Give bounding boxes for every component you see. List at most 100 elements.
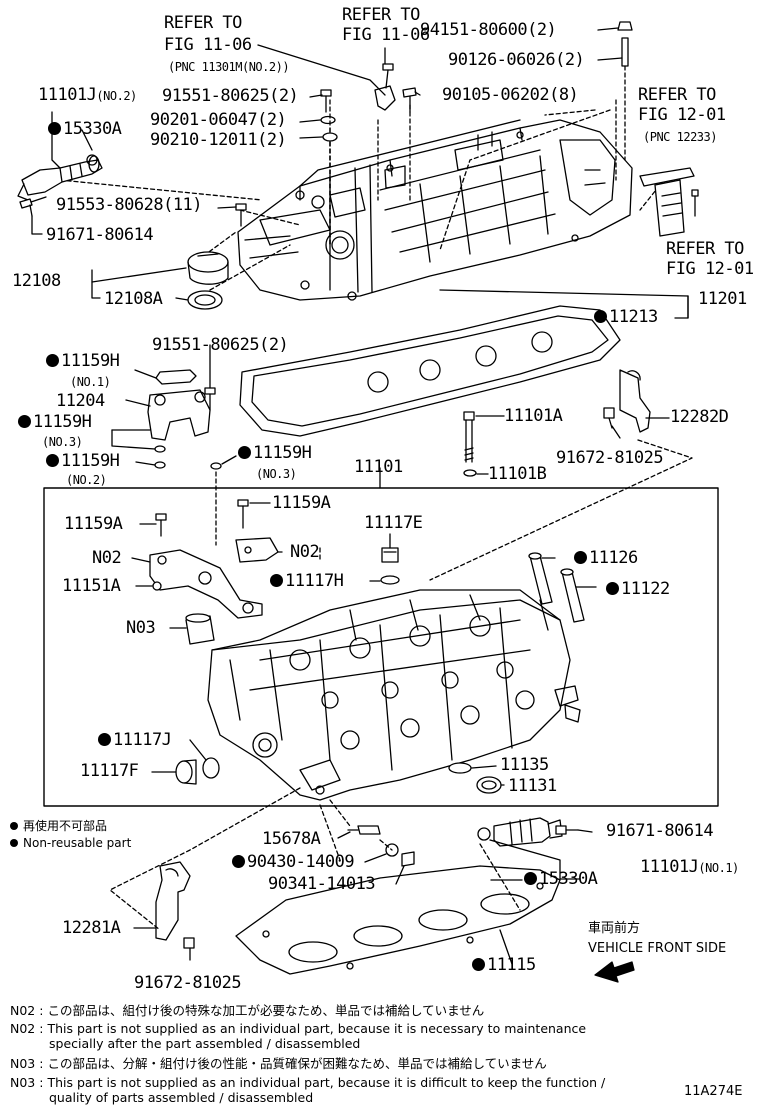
part-91551-mid[interactable]: 91551-80625(2) — [152, 335, 289, 355]
part-11159h-no3-left[interactable]: 11159H — [18, 413, 92, 432]
part-11201[interactable]: 11201 — [698, 289, 747, 309]
part-11159h-no3-right-sub: (NO.3) — [256, 467, 297, 481]
part-12108[interactable]: 12108 — [12, 271, 61, 291]
part-91671-top[interactable]: 91671-80614 — [46, 225, 154, 245]
gasket-90210 — [322, 132, 338, 142]
part-91672-top[interactable]: 91672-81025 — [556, 448, 664, 468]
part-91553[interactable]: 91553-80628(11) — [56, 195, 203, 215]
non-reusable-marker — [232, 855, 245, 868]
part-11159a-right[interactable]: 11159A — [272, 493, 331, 513]
oil-control-valve-top — [17, 155, 103, 201]
plug-11117E — [381, 547, 399, 563]
vehicle-front-jp: 車両前方 — [588, 921, 641, 936]
bolt-11159A-right — [237, 499, 249, 529]
legend-dot — [10, 839, 18, 847]
part-11101b[interactable]: 11101B — [488, 464, 547, 484]
part-12108a[interactable]: 12108A — [104, 289, 163, 309]
part-11151a[interactable]: 11151A — [62, 576, 121, 596]
part-11131[interactable]: 11131 — [508, 776, 557, 796]
part-90126[interactable]: 90126-06026(2) — [448, 50, 585, 70]
washer-90201 — [320, 115, 336, 125]
part-90210[interactable]: 90210-12011(2) — [150, 130, 287, 150]
legend-en: Non-reusable part — [10, 835, 131, 851]
refer-label-fig-12-01-b[interactable]: FIG 12-01 — [638, 105, 726, 125]
part-11117e[interactable]: 11117E — [364, 513, 423, 533]
filler-cap-gasket — [187, 290, 223, 310]
part-12281a[interactable]: 12281A — [62, 918, 121, 938]
bracket-12281A — [155, 861, 191, 941]
refer-label-fig-12-01-a: REFER TO — [638, 85, 716, 105]
reference-lines-bottom — [109, 787, 521, 931]
part-11213[interactable]: 11213 — [594, 308, 658, 327]
part-15330a-bottom[interactable]: 15330A — [524, 870, 598, 889]
part-94151[interactable]: 94151-80600(2) — [420, 20, 557, 40]
refer-label-fig-12-01-d[interactable]: FIG 12-01 — [666, 259, 754, 279]
refer-pnc-12233: (PNC 12233) — [643, 130, 717, 144]
part-11101j-top[interactable]: 11101J(NO.2) — [38, 85, 137, 105]
non-reusable-marker — [574, 551, 587, 564]
part-11101j-bottom[interactable]: 11101J(NO.1) — [640, 857, 739, 877]
bolt-91553 — [235, 203, 247, 227]
non-reusable-marker — [18, 415, 31, 428]
reference-lines-top — [59, 65, 669, 291]
part-91671-bottom[interactable]: 91671-80614 — [606, 821, 714, 841]
valve-lifter-n03 — [185, 613, 215, 645]
refer-label-fig-11-06-a: REFER TO — [164, 13, 242, 33]
bolt-91551-mid — [204, 387, 216, 411]
non-reusable-marker — [48, 122, 61, 135]
vehicle-front-en: VEHICLE FRONT SIDE — [588, 941, 727, 956]
vehicle-front-arrow — [594, 961, 635, 983]
part-11101[interactable]: 11101 — [354, 457, 403, 477]
cover-gasket — [239, 305, 621, 437]
part-11159h-no1-sub: (NO.1) — [70, 375, 111, 389]
part-15330a-top[interactable]: 15330A — [48, 120, 122, 139]
bolt-91671-bottom — [555, 825, 579, 835]
part-11117f[interactable]: 11117F — [80, 761, 139, 781]
gasket-11159H-no1 — [155, 369, 197, 385]
stud-90126 — [621, 37, 629, 67]
part-n03[interactable]: N03 — [126, 618, 156, 638]
refer-label-fig-11-06-b[interactable]: FIG 11-06 — [164, 35, 252, 55]
oil-control-valve-bottom — [493, 817, 563, 847]
part-90201[interactable]: 90201-06047(2) — [150, 110, 287, 130]
part-11159h-no2[interactable]: 11159H — [46, 452, 120, 471]
part-11117j[interactable]: 11117J — [98, 731, 172, 750]
bearing-cap-11204 — [147, 389, 211, 441]
bolt-90105 — [402, 87, 417, 113]
non-reusable-marker — [98, 733, 111, 746]
bracket-12282D — [619, 369, 651, 433]
part-n02-left[interactable]: N02 — [92, 548, 122, 568]
part-11159h-no3-right[interactable]: 11159H — [238, 444, 312, 463]
part-11135[interactable]: 11135 — [500, 755, 549, 775]
refer-label-fig-11-06-d[interactable]: FIG 11-06 — [342, 25, 430, 45]
part-11204[interactable]: 11204 — [56, 391, 105, 411]
non-reusable-marker — [524, 872, 537, 885]
cylinder-head — [207, 589, 581, 801]
refer-label-fig-12-01-c: REFER TO — [666, 239, 744, 259]
part-11159a-left[interactable]: 11159A — [64, 514, 123, 534]
part-n02-right[interactable]: N02 — [290, 542, 320, 562]
note-n03-en-2: quality of parts assembled / disassemble… — [49, 1090, 314, 1105]
part-90430[interactable]: 90430-14009 — [232, 853, 355, 872]
part-12282d[interactable]: 12282D — [670, 407, 729, 427]
part-11101a[interactable]: 11101A — [504, 406, 563, 426]
part-11159h-no1[interactable]: 11159H — [46, 352, 120, 371]
part-91551-top[interactable]: 91551-80625(2) — [162, 86, 299, 106]
part-15678a[interactable]: 15678A — [262, 829, 321, 849]
leader-lines — [29, 27, 689, 965]
part-90105[interactable]: 90105-06202(8) — [442, 85, 579, 105]
plug-11117F — [175, 759, 197, 785]
figure-code: 11A274E — [684, 1084, 743, 1099]
note-n02-jp: N02 : この部品は、組付け後の特殊な加工が必要なため、単品では補給していませ… — [10, 1003, 485, 1018]
part-11117h[interactable]: 11117H — [270, 572, 344, 591]
part-11115[interactable]: 11115 — [472, 956, 536, 975]
bolt-91672-bottom — [183, 937, 195, 949]
plug-90341 — [401, 851, 415, 867]
bolt-91672-top — [603, 407, 615, 429]
note-n03-en-1: N03 : This part is not supplied as an in… — [10, 1075, 606, 1090]
part-11126[interactable]: 11126 — [574, 549, 638, 568]
part-91672-bottom[interactable]: 91672-81025 — [134, 973, 242, 993]
part-90341[interactable]: 90341-14013 — [268, 874, 376, 894]
part-11122[interactable]: 11122 — [606, 580, 670, 599]
